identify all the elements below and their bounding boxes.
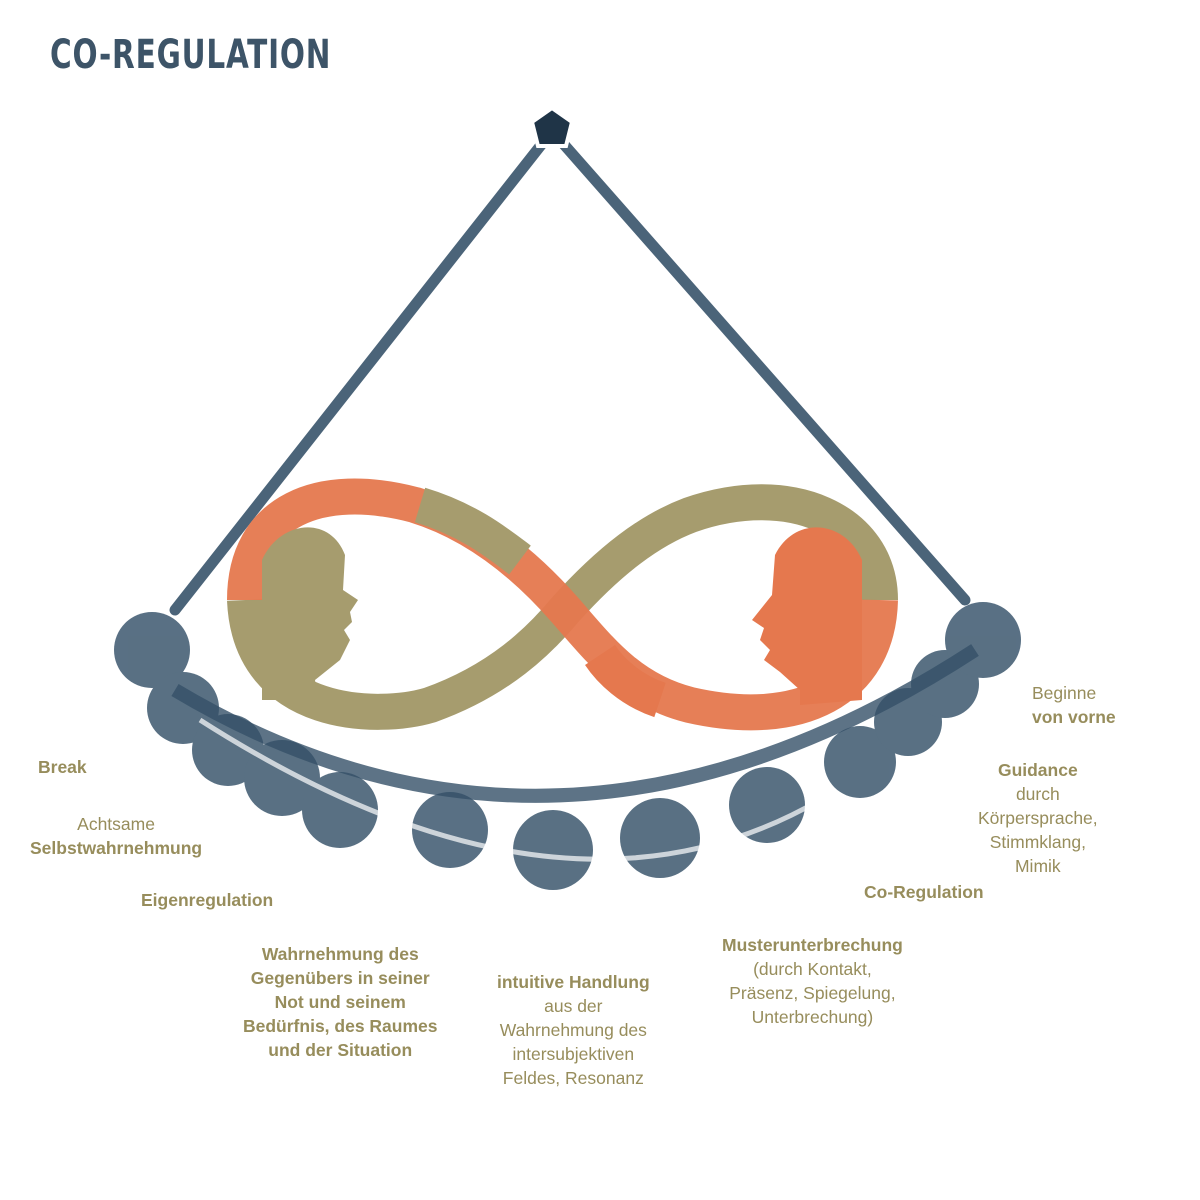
right-face-icon [752, 527, 862, 705]
label-eigenregulation: Eigenregulation [141, 888, 273, 912]
olive-band-top [414, 487, 531, 575]
label-guidance-bold: Guidance [997, 760, 1078, 780]
bead [824, 726, 896, 798]
label-line: Stimmklang, [989, 832, 1086, 852]
label-line: Gegenübers in seiner [250, 968, 430, 988]
label-beginne: Beginne von vorne [1032, 681, 1116, 729]
label-eigenregulation-text: Eigenregulation [141, 890, 274, 910]
left-string [169, 134, 551, 616]
label-wahrnehmung: Wahrnehmung des Gegenübers in seiner Not… [243, 942, 438, 1062]
page-title: CO-REGULATION [50, 32, 332, 78]
label-guidance: Guidance durch Körpersprache, Stimmklang… [978, 758, 1098, 878]
label-achtsame-light: Achtsame [77, 814, 155, 834]
label-line: und der Situation [268, 1040, 413, 1060]
right-string [554, 134, 971, 606]
label-break: Break [38, 755, 87, 779]
label-intuitive: intuitive Handlung aus der Wahrnehmung d… [497, 970, 650, 1090]
label-line: aus der [544, 996, 603, 1016]
label-line: Unterbrechung) [751, 1007, 874, 1027]
label-break-text: Break [38, 757, 87, 777]
label-line: durch [1015, 784, 1060, 804]
bead [412, 792, 488, 868]
bead [147, 672, 219, 744]
bead [729, 767, 805, 843]
label-line: (durch Kontakt, [753, 959, 872, 979]
bead [302, 772, 378, 848]
label-line: Körpersprache, [978, 808, 1098, 828]
bead [620, 798, 700, 878]
label-line: Wahrnehmung des [261, 944, 419, 964]
label-beginne-light: Beginne [1032, 683, 1097, 703]
chain-cord [171, 644, 979, 803]
label-achtsame: Achtsame Selbstwahrnehmung [30, 812, 202, 860]
pendant-top [529, 105, 575, 148]
label-line: Mimik [1014, 856, 1061, 876]
left-face-icon [262, 527, 358, 700]
bead-chain [114, 602, 1021, 890]
orange-band-bottom [585, 644, 667, 718]
bead [513, 810, 593, 890]
label-coregulation-text: Co-Regulation [864, 882, 984, 902]
label-intuitive-bold: intuitive Handlung [497, 972, 650, 992]
label-line: Not und seinem [274, 992, 406, 1012]
chain-cord-lower [198, 717, 822, 862]
label-muster-bold: Musterunterbrechung [722, 935, 903, 955]
label-line: intersubjektiven [512, 1044, 635, 1064]
bead [114, 612, 190, 688]
label-line: Bedürfnis, des Raumes [243, 1016, 438, 1036]
label-achtsame-bold: Selbstwahrnehmung [30, 838, 203, 858]
label-line: Wahrnehmung des [499, 1020, 647, 1040]
label-line: Präsenz, Spiegelung, [729, 983, 896, 1003]
label-coregulation: Co-Regulation [864, 880, 984, 904]
label-muster: Musterunterbrechung (durch Kontakt, Präs… [722, 933, 903, 1029]
label-beginne-bold: von vorne [1032, 707, 1116, 727]
label-line: Feldes, Resonanz [502, 1068, 644, 1088]
